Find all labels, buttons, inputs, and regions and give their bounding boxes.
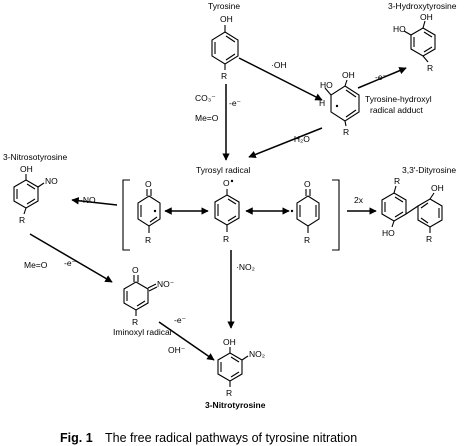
reagent-me-o: Me=O [24,260,48,270]
reagent-e-minus: -e⁻ [375,72,388,82]
hydroxytyrosine-label: 3-Hydroxytyrosine [388,1,457,11]
hydroxyl-label: OH [220,14,233,24]
tyrosyl-resonance-right: O R [290,179,320,245]
arrow-adduct-to-hydroxytyrosine [357,67,407,89]
reagent-water: -H₂O [291,134,310,144]
r-group-label: R [132,317,138,327]
hydroxyl-label: HO [393,24,406,34]
radical-dot [230,179,234,183]
nitrosotyrosine-label: 3-Nitrosotyrosine [3,152,68,162]
hydroxyl-label: HO [320,80,333,90]
reagent-e-minus: -e⁻ [64,258,77,268]
dityrosine-label: 3,3'-Dityrosine [402,165,456,175]
radical-dot [335,104,339,108]
nitro-label: NO₂ [249,349,265,359]
hydroxytyrosine-structure: HO OH R [393,12,436,73]
tyrosyl-resonance-left: O R [137,179,161,245]
r-group-label: R [304,235,310,245]
imino-oxide-label: NO⁻ [157,279,175,289]
reagent-no: ·NO [80,195,96,205]
arrow-tyrosyl-to-nitrosotyrosine [71,197,118,206]
r-group-label: R [427,63,433,73]
hydroxyl-label: OH [223,337,236,347]
r-group-label: R [426,234,432,244]
figure-caption: The free radical pathways of tyrosine ni… [105,431,357,445]
hydroxyl-label: OH [342,70,355,80]
iminoxyl-radical-label: Iminoxyl radical [113,327,172,337]
hydroxyl-label: HO [382,228,395,238]
r-group-label: R [226,388,232,398]
left-bracket [122,179,130,251]
reagent-carbonate: CO₃⁻ [195,93,216,103]
r-group-label: R [223,234,229,244]
arrow-nitroso-to-iminoxyl [29,233,113,283]
hydrogen-label: H [319,98,325,108]
oxygen-label: O [304,179,311,189]
arrow-tyrosine-to-adduct [238,57,323,101]
oxygen-radical-label: O [223,178,230,188]
adduct-label-line-1: Tyrosine-hydroxyl [365,94,432,104]
r-group-label: R [221,71,227,81]
tyrosyl-resonance-center: O R [214,178,240,244]
tyrosine-structure: OH R [211,14,239,81]
arrow-adduct-to-tyrosyl [248,127,323,158]
nitrotyrosine-structure: OH NO₂ R [217,337,265,398]
reagent-no2: ·NO₂ [236,262,255,272]
oxygen-label: O [145,179,152,189]
r-group-label: R [343,127,349,137]
r-group-label: R [394,176,400,186]
reagent-oh-radical: ·OH [271,60,287,70]
r-group-label: R [145,235,151,245]
arrow-iminoxyl-to-nitrotyrosine [158,321,215,361]
reagent-me-o: Me=O [195,113,219,123]
tyrosine-label: Tyrosine [208,1,240,11]
oxygen-label: O [132,265,139,275]
reagent-two-x: 2x [354,195,364,205]
adduct-label-line-2: radical adduct [370,105,424,115]
r-group-label: R [19,215,25,225]
nitrosotyrosine-structure: OH NO R [13,164,58,225]
hydroxyl-label: OH [420,12,433,22]
nitroso-label: NO [45,176,58,186]
dityrosine-structure: R HO OH R [381,176,444,244]
tyrosyl-radical-label: Tyrosyl radical [196,165,250,175]
radical-dot [153,209,157,213]
right-bracket [332,179,340,251]
reagent-oh-minus: OH⁻ [168,345,186,355]
hydroxyl-label: OH [20,164,33,174]
reagent-e-minus: -e⁻ [174,315,187,325]
hydroxyl-label: OH [431,183,444,193]
nitrotyrosine-label: 3-Nitrotyrosine [205,400,266,410]
reagent-e-minus: -e⁻ [229,98,242,108]
radical-dot [290,209,294,213]
iminoxyl-structure: O NO⁻ R [123,265,175,327]
figure-number: Fig. 1 [60,431,93,445]
hydroxyl-adduct-structure: HO OH H R [319,70,360,137]
